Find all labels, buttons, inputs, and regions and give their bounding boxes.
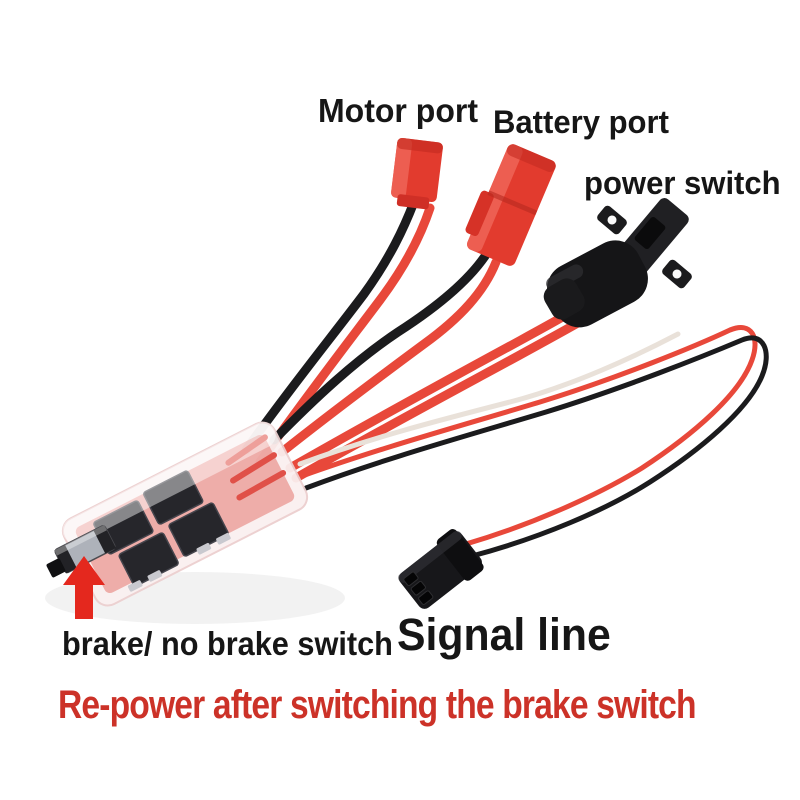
solder-tabs xyxy=(127,532,231,592)
battery-jst-connector xyxy=(465,144,556,266)
battery-wire-red xyxy=(277,257,501,457)
signal-wire-black xyxy=(303,335,769,559)
switch-ear-top xyxy=(597,205,627,235)
wire-stubs xyxy=(225,434,287,501)
power-switch-knob xyxy=(634,216,666,250)
servo-signal-connector xyxy=(398,529,484,609)
brake-switch-label: brake/ no brake switch xyxy=(62,625,393,662)
battery-port-label: Battery port xyxy=(493,104,669,140)
servo-connector-slots xyxy=(403,571,434,605)
brake-slide-switch xyxy=(46,524,116,578)
wire-harness xyxy=(241,197,769,559)
signal-line-label: Signal line xyxy=(397,609,611,660)
brake-switch-knob xyxy=(46,558,66,578)
esc-board xyxy=(46,421,309,607)
up-arrow xyxy=(63,556,105,619)
motor-jst-connector xyxy=(391,137,443,210)
signal-wire-white xyxy=(297,331,681,467)
signal-wire-red xyxy=(299,325,758,547)
motor-wire-black xyxy=(241,197,419,455)
wrap-highlight xyxy=(62,422,276,544)
power-switch-label: power switch xyxy=(584,165,781,201)
battery-wire-black xyxy=(269,245,494,445)
motor-port-label: Motor port xyxy=(318,92,479,129)
switch-wire-red-2 xyxy=(291,303,607,483)
warning-text: Re-power after switching the brake switc… xyxy=(58,683,697,727)
switch-ear-bottom xyxy=(662,259,692,289)
power-slide-switch xyxy=(543,198,692,328)
